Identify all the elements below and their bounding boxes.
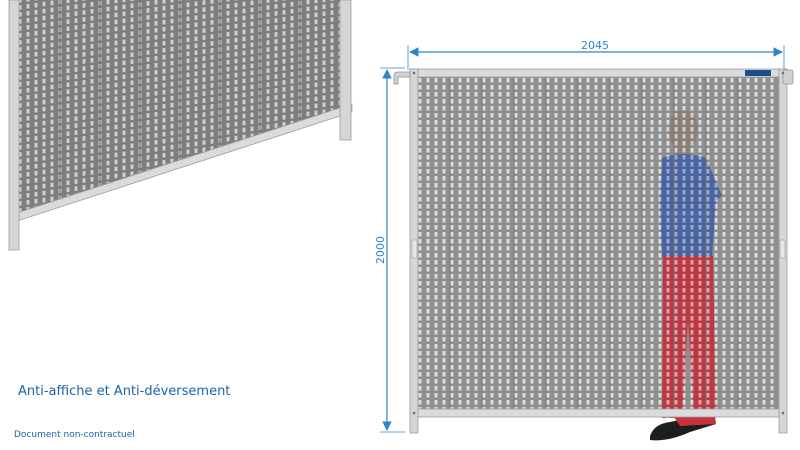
- brand-plate: [745, 70, 771, 76]
- bolt-bottom-right: [781, 411, 785, 415]
- bolt-bottom-left: [412, 411, 416, 415]
- bolt-top-right: [781, 71, 785, 75]
- front-bottom-rail: [409, 408, 787, 418]
- width-dimension: 2045: [407, 39, 785, 70]
- product-caption: Anti-affiche et Anti-déversement: [18, 384, 231, 399]
- height-dimension-label: 2000: [374, 236, 387, 264]
- coupling-hook: [393, 71, 411, 85]
- height-dimension: 2000: [374, 67, 405, 433]
- coupling-clip-left: [411, 239, 418, 259]
- isometric-right-post: [339, 0, 352, 141]
- coupling-clip-right: [779, 239, 786, 259]
- isometric-fence-view: [8, 0, 353, 251]
- width-dimension-label: 2045: [581, 39, 609, 52]
- front-top-rail: [409, 68, 787, 78]
- bolt-top-left: [412, 71, 416, 75]
- isometric-left-post: [8, 0, 20, 251]
- front-elevation-view: 2045 2000: [374, 39, 794, 441]
- front-vertical-bars: [449, 77, 739, 409]
- disclaimer-text: Document non-contractuel: [14, 430, 135, 440]
- front-mesh-panel: [418, 77, 780, 409]
- coupling-clamp: [782, 69, 794, 85]
- isometric-mesh-panel: [18, 0, 350, 215]
- isometric-vertical-bars: [59, 0, 301, 201]
